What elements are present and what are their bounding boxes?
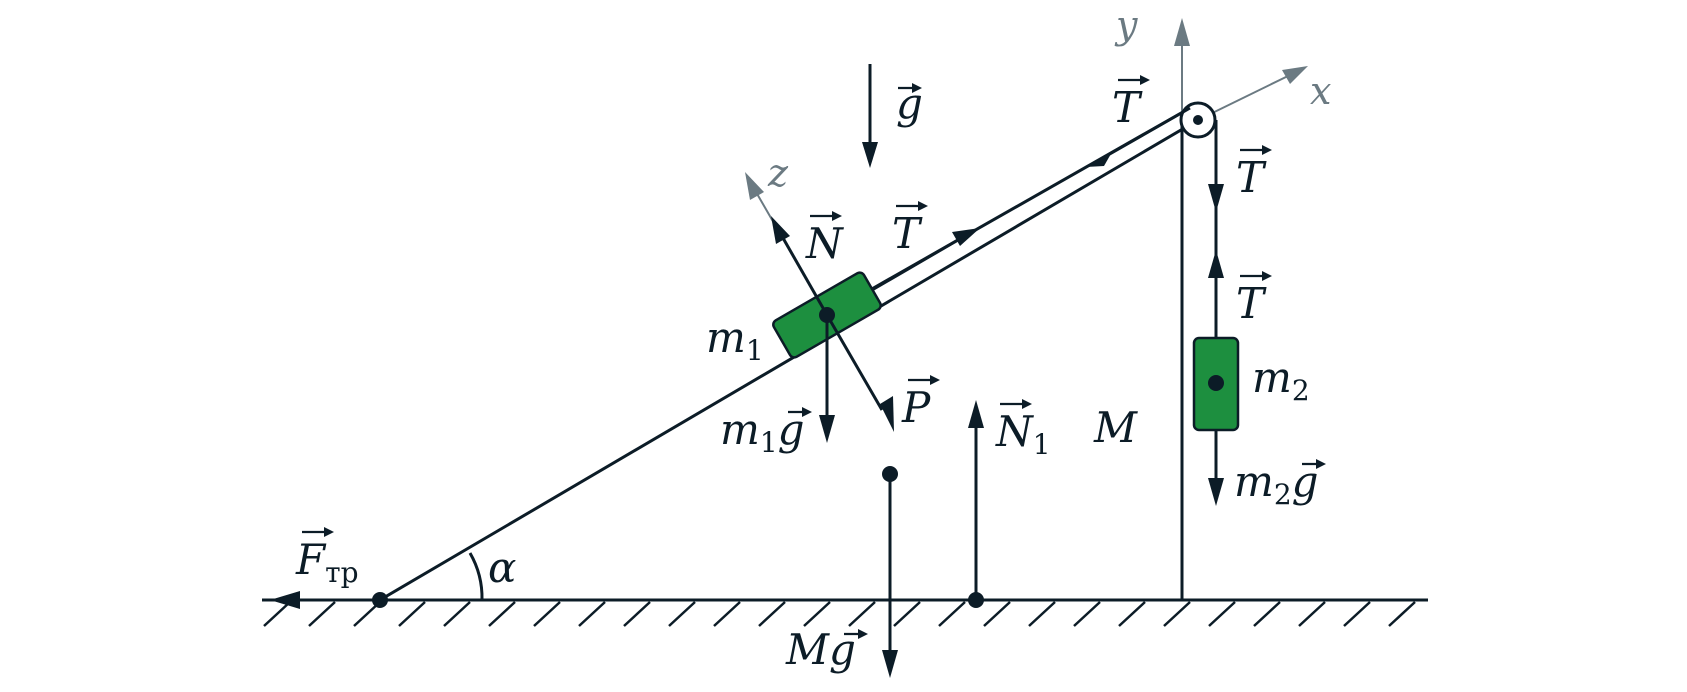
hatch-mark — [1118, 601, 1146, 627]
tension-pulley-label: T — [1112, 83, 1143, 132]
pressure-label: P — [901, 383, 931, 432]
friction-vector-mark — [302, 527, 334, 537]
hatch-mark — [758, 601, 786, 627]
hatch-mark — [623, 601, 651, 627]
gravity-vector-mark — [898, 83, 922, 93]
y-axis-label: y — [1114, 3, 1138, 47]
tension-m2-arrowhead — [1208, 250, 1224, 278]
m1-label-sub: 1 — [746, 334, 764, 367]
weight-wedge-arrowhead — [882, 650, 898, 678]
normal-m1-label: N — [805, 219, 844, 268]
x-axis-arrowhead — [1282, 66, 1308, 84]
weight-wedge-vector-mark — [844, 629, 868, 639]
tension-pulley-vector-mark — [1118, 75, 1150, 85]
tension-pulley-arrowhead — [1086, 152, 1112, 167]
weight-m1-label-g: g — [778, 405, 805, 454]
pressure-arrowhead — [880, 396, 894, 432]
hatch-mark — [443, 601, 471, 627]
weight-wedge-label-m: M — [785, 625, 830, 674]
weight-m2-label-m: m — [1234, 457, 1274, 506]
tension-down-arrowhead — [1208, 184, 1224, 212]
z-axis-arrowhead — [745, 172, 764, 200]
tension-m1-label: T — [892, 209, 923, 258]
hatch-mark — [1298, 601, 1326, 627]
tension-m1-arrow-line — [871, 238, 959, 292]
weight-m2-arrowhead — [1208, 478, 1224, 506]
tension-m2-vector-mark — [1240, 271, 1272, 281]
friction-arrowhead — [270, 591, 300, 609]
gravity-label: g — [896, 79, 923, 128]
m1-label: m1 — [706, 313, 764, 367]
gravity-arrowhead — [862, 142, 878, 168]
weight-wedge-label-g: g — [829, 625, 856, 674]
hatch-mark — [803, 601, 831, 627]
normal-wedge-label-sub: 1 — [1033, 428, 1051, 461]
weight-m1-vector-mark — [788, 407, 812, 417]
hatch-mark — [1343, 601, 1371, 627]
m2-label: m2 — [1252, 353, 1310, 407]
tension-pulley-arrow-line — [1107, 106, 1191, 157]
hatch-mark — [1208, 601, 1236, 627]
hatch-mark — [983, 601, 1011, 627]
weight-m1-label-m: m — [720, 405, 760, 454]
y-axis-arrowhead — [1174, 18, 1190, 46]
hatch-mark — [893, 601, 921, 627]
friction-label-f: F — [295, 535, 327, 584]
x-axis-label: x — [1310, 69, 1331, 113]
weight-m2-label-sub: 2 — [1274, 478, 1292, 511]
tension-down-label: T — [1236, 153, 1267, 202]
angle-arc — [468, 552, 484, 601]
z-axis-label: z — [767, 151, 789, 195]
weight-m2-label-g: g — [1292, 457, 1319, 506]
hatch-mark — [1253, 601, 1281, 627]
weight-m1-label: m1g — [720, 405, 805, 459]
hatch-mark — [308, 601, 336, 627]
hatch-mark — [1073, 601, 1101, 627]
hatch-mark — [398, 601, 426, 627]
weight-wedge-label: Mg — [785, 625, 856, 674]
normal-m1-vector-mark — [810, 211, 842, 221]
pressure-arrow-line — [825, 314, 884, 411]
hatch-mark — [713, 601, 741, 627]
hatch-mark — [578, 601, 606, 627]
m2-label-sub: 2 — [1292, 374, 1310, 407]
hatch-mark — [533, 601, 561, 627]
tension-m2-label: T — [1236, 279, 1267, 328]
friction-label: Fтр — [295, 535, 359, 589]
weight-m1-label-sub: 1 — [760, 426, 778, 459]
tension-m1-arrowhead — [952, 228, 980, 246]
hatch-mark — [263, 601, 291, 627]
ground-hatching — [263, 601, 1416, 627]
m1-label-m: m — [706, 313, 746, 362]
normal-m1-arrowhead — [771, 216, 790, 244]
hatch-mark — [1028, 601, 1056, 627]
pulley-axle — [1193, 115, 1203, 125]
hatch-mark — [848, 601, 876, 627]
wedge-incline — [379, 118, 1199, 602]
weight-m2-vector-mark — [1302, 459, 1326, 469]
hatch-mark — [668, 601, 696, 627]
normal-wedge-label-n: N — [995, 407, 1034, 456]
hatch-mark — [938, 601, 966, 627]
wedge-mass-label: M — [1093, 403, 1138, 452]
normal-m1-arrow-line — [781, 237, 829, 316]
tension-down-vector-mark — [1240, 145, 1272, 155]
m2-label-m: m — [1252, 353, 1292, 402]
weight-m1-arrowhead — [819, 415, 835, 443]
angle-alpha-label: α — [488, 543, 516, 592]
normal-wedge-vector-mark — [1000, 399, 1032, 409]
hatch-mark — [1388, 601, 1416, 627]
hatch-mark — [488, 601, 516, 627]
pressure-vector-mark — [908, 375, 940, 385]
weight-m2-label: m2g — [1234, 457, 1319, 511]
friction-label-sub: тр — [325, 556, 358, 589]
normal-wedge-arrowhead — [968, 400, 984, 428]
hatch-mark — [1163, 601, 1191, 627]
tension-m1-vector-mark — [896, 201, 928, 211]
normal-wedge-label: N1 — [995, 407, 1051, 461]
block-m2-center — [1208, 375, 1224, 391]
